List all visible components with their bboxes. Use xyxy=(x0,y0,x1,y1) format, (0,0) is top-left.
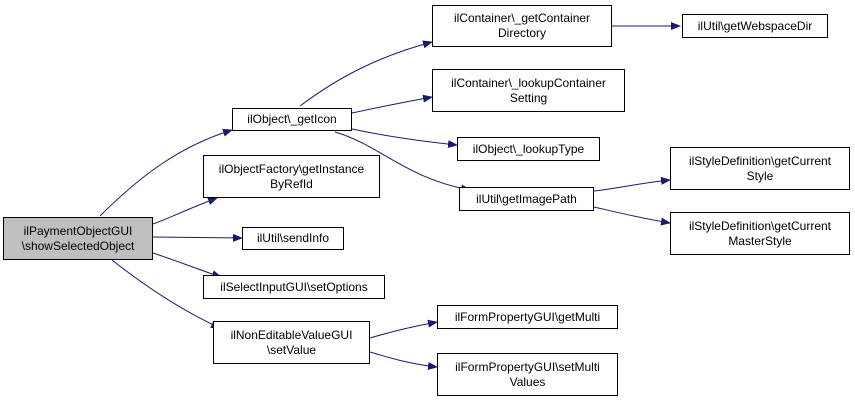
node-getInstance-line1: ilObjectFactory\getInstance xyxy=(218,161,365,176)
node-getWebspaceDir[interactable]: ilUtil\getWebspaceDir xyxy=(682,14,828,38)
node-getMulti-label: ilFormPropertyGUI\getMulti xyxy=(454,309,601,324)
node-setOptions[interactable]: ilSelectInputGUI\setOptions xyxy=(203,275,385,299)
node-setValue[interactable]: ilNonEditableValueGUI \setValue xyxy=(213,321,370,364)
node-getCurrentStyle[interactable]: ilStyleDefinition\getCurrent Style xyxy=(670,147,850,190)
node-setValue-line2: \setValue xyxy=(266,342,317,357)
node-setMulti-line2: Values xyxy=(509,374,546,389)
node-lookupType-label: ilObject\_lookupType xyxy=(472,141,585,156)
node-getCurrentMaster[interactable]: ilStyleDefinition\getCurrent MasterStyle xyxy=(670,212,850,255)
edge-root-setValue xyxy=(111,259,221,329)
node-getInstance[interactable]: ilObjectFactory\getInstance ByRefId xyxy=(203,155,380,198)
node-getInstance-line2: ByRefId xyxy=(270,176,313,191)
edge-root-getInstance xyxy=(152,197,218,225)
node-setOptions-label: ilSelectInputGUI\setOptions xyxy=(220,279,368,294)
node-getIcon[interactable]: ilObject\_getIcon xyxy=(232,108,352,131)
edge-getIcon-getImagePath xyxy=(334,131,471,193)
node-getMulti[interactable]: ilFormPropertyGUI\getMulti xyxy=(437,305,618,329)
edge-setValue-getMulti xyxy=(369,319,438,339)
edge-root-sendInfo xyxy=(152,233,243,242)
node-root: ilPaymentObjectGUI \showSelectedObject xyxy=(3,217,153,260)
edge-getIcon-lookupType xyxy=(351,128,458,149)
node-root-line2: \showSelectedObject xyxy=(21,238,135,253)
node-setMulti-line1: ilFormPropertyGUI\setMulti xyxy=(455,359,600,374)
node-getImagePath-label: ilUtil\getImagePath xyxy=(476,191,577,206)
edge-root-setOptions xyxy=(152,252,222,278)
edge-getImagePath-getCurrentStyle xyxy=(593,176,671,192)
edge-setValue-setMulti xyxy=(369,351,438,370)
node-getWebspaceDir-label: ilUtil\getWebspaceDir xyxy=(697,18,813,33)
node-getIcon-label: ilObject\_getIcon xyxy=(247,112,337,126)
node-getCurrentMaster-line1: ilStyleDefinition\getCurrent xyxy=(688,218,832,233)
node-getContainerDir-line2: Directory xyxy=(497,26,546,40)
node-sendInfo-label: ilUtil\sendInfo xyxy=(256,231,330,245)
edge-getImagePath-getCurrentMaster xyxy=(593,206,671,226)
node-getCurrentMaster-line2: MasterStyle xyxy=(728,233,792,248)
edge-getIcon-getContainerDir xyxy=(299,40,433,107)
node-lookupSetting-line2: Setting xyxy=(509,90,548,105)
node-lookupType[interactable]: ilObject\_lookupType xyxy=(457,137,600,161)
edge-root-getIcon xyxy=(99,128,233,217)
node-setValue-line1: ilNonEditableValueGUI xyxy=(230,327,353,342)
node-getContainerDir[interactable]: ilContainer\_getContainer Directory xyxy=(432,5,612,47)
node-setMulti[interactable]: ilFormPropertyGUI\setMulti Values xyxy=(437,353,618,396)
node-lookupSetting-line1: ilContainer\_lookupContainer xyxy=(451,75,606,90)
edge-getIcon-lookupSetting xyxy=(351,94,433,114)
node-getCurrentStyle-line1: ilStyleDefinition\getCurrent xyxy=(688,153,832,168)
node-getContainerDir-line1: ilContainer\_getContainer xyxy=(453,11,591,25)
node-getImagePath[interactable]: ilUtil\getImagePath xyxy=(459,187,594,211)
node-getCurrentStyle-line2: Style xyxy=(746,168,774,183)
node-root-line1: ilPaymentObjectGUI xyxy=(23,223,133,238)
node-sendInfo[interactable]: ilUtil\sendInfo xyxy=(242,227,344,250)
node-lookupSetting[interactable]: ilContainer\_lookupContainer Setting xyxy=(432,69,625,112)
